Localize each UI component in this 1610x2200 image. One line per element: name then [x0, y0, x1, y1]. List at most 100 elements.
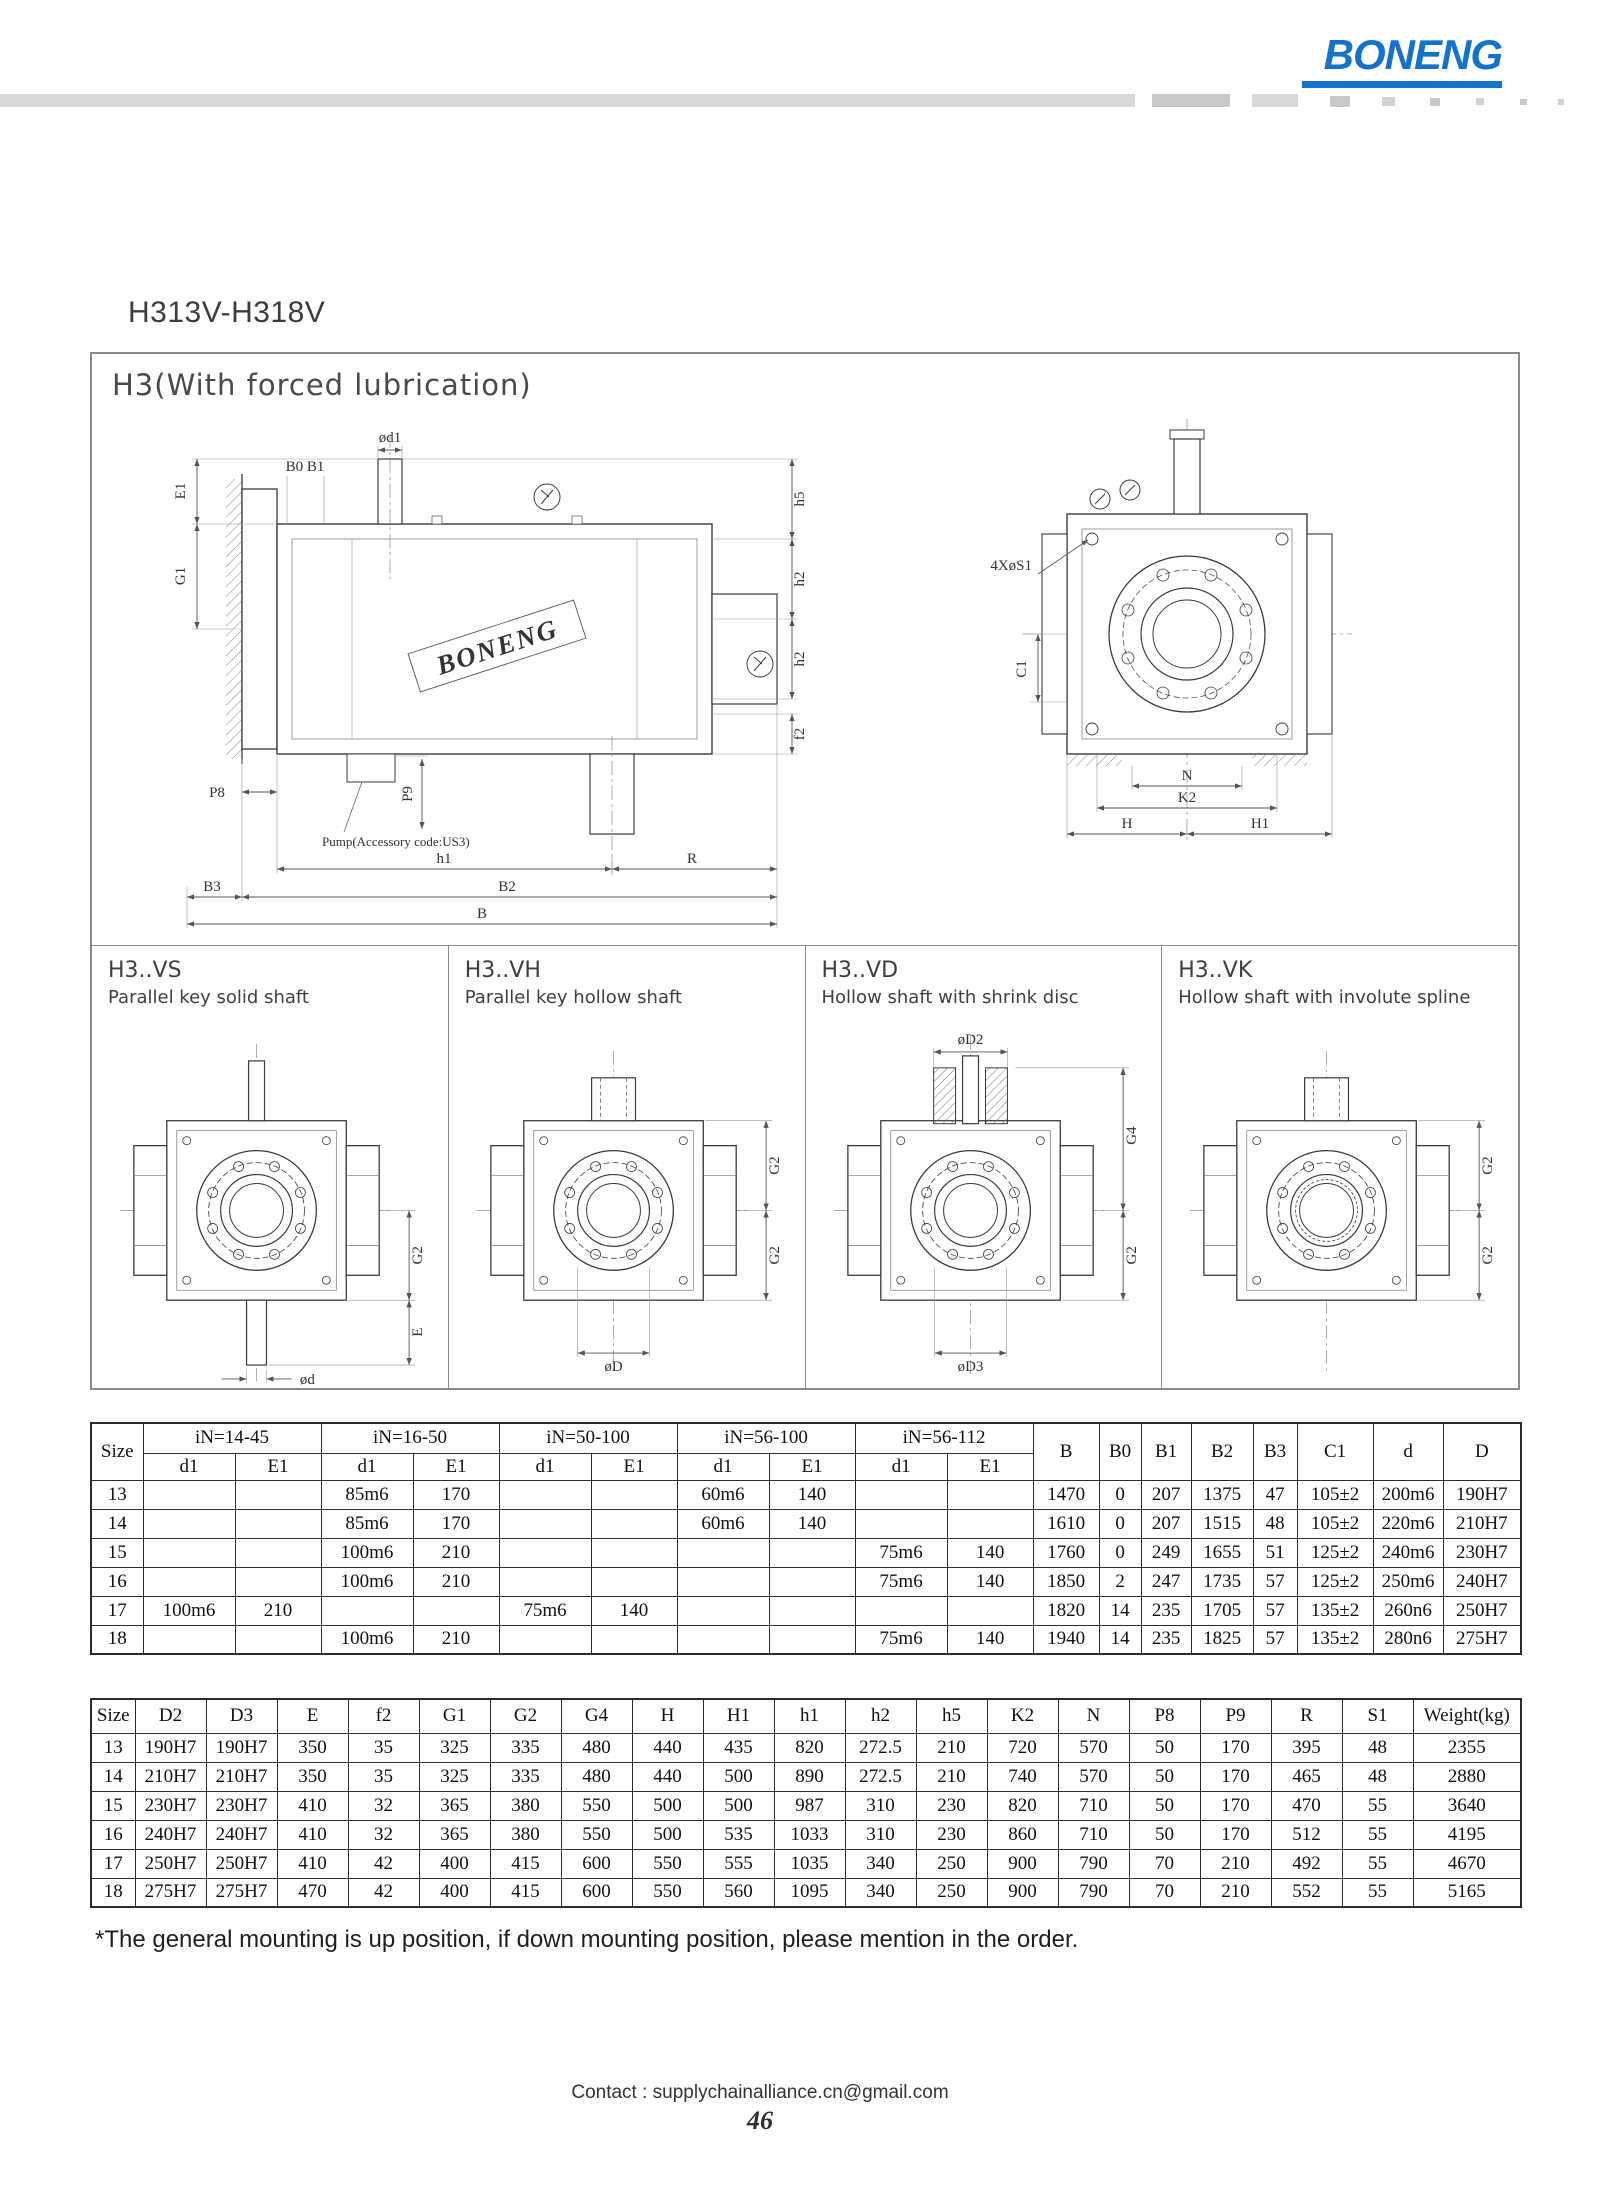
- table2-cell: 55: [1341, 1819, 1414, 1850]
- table1-cell: [768, 1624, 856, 1655]
- front-view: 4XøS1 C1 N K2 H H1: [990, 419, 1352, 842]
- table2-cell: 210: [915, 1761, 988, 1792]
- table2-cell: 380: [489, 1790, 562, 1821]
- table2-cell: 310: [844, 1790, 917, 1821]
- table2-cell: 550: [631, 1877, 704, 1908]
- table2-cell: 365: [418, 1790, 491, 1821]
- table1-cell: 250m6: [1372, 1566, 1444, 1597]
- decor-strip: [0, 92, 1610, 112]
- table1-cell: 15: [90, 1537, 144, 1568]
- table2-cell: 740: [986, 1761, 1059, 1792]
- bolt-holes: [920, 1161, 1020, 1260]
- dim-label-c1: C1: [1014, 660, 1030, 678]
- table2-cell: 55: [1341, 1848, 1414, 1879]
- table1-cell: 75m6: [854, 1537, 948, 1568]
- table1-col-sub: E1: [412, 1452, 500, 1481]
- bolt-holes: [1277, 1161, 1377, 1260]
- table2-col: h1: [773, 1698, 846, 1734]
- table1-cell: 249: [1140, 1537, 1192, 1568]
- table1-cell: [234, 1537, 322, 1568]
- table2-cell: 210: [1199, 1877, 1272, 1908]
- table2-cell: 820: [986, 1790, 1059, 1821]
- table2-cell: 250: [915, 1848, 988, 1879]
- table2-cell: 535: [702, 1819, 775, 1850]
- variant-vs-drawing: G2 E ød: [119, 1043, 426, 1387]
- table2-cell: 400: [418, 1848, 491, 1879]
- table2-cell: 380: [489, 1819, 562, 1850]
- table1-cell: 170: [412, 1508, 500, 1539]
- table2-cell: 48: [1341, 1732, 1414, 1763]
- table1-cell: 60m6: [676, 1508, 770, 1539]
- variant-panels: H3..VS Parallel key solid shaft: [92, 946, 1518, 1389]
- table2-cell: 350: [276, 1761, 349, 1792]
- dim-label-g1: G1: [173, 567, 189, 585]
- table1-cell: [142, 1508, 236, 1539]
- table2-cell: 1033: [773, 1819, 846, 1850]
- table2-cell: 395: [1270, 1732, 1343, 1763]
- table1-cell: 210: [412, 1566, 500, 1597]
- table2-cell: 790: [1057, 1877, 1130, 1908]
- table2-col: Size: [90, 1698, 136, 1734]
- table1-cell: 140: [768, 1479, 856, 1510]
- table1-cell: 235: [1140, 1624, 1192, 1655]
- table1-cell: 135±2: [1296, 1624, 1374, 1655]
- page-title: H313V-H318V: [128, 296, 326, 329]
- table1-cell: 230H7: [1442, 1537, 1522, 1568]
- table1-cell: 1825: [1190, 1624, 1254, 1655]
- table1-cell: 250H7: [1442, 1595, 1522, 1626]
- table1-cell: 75m6: [498, 1595, 592, 1626]
- lifting-eye-icon: [1119, 479, 1141, 501]
- table2-cell: 415: [489, 1848, 562, 1879]
- table2-col: D2: [134, 1698, 207, 1734]
- table1-col-group: iN=50-100: [498, 1422, 678, 1454]
- table2-cell: 555: [702, 1848, 775, 1879]
- table1-cell: [142, 1566, 236, 1597]
- table2-cell: 240H7: [134, 1819, 207, 1850]
- table2-cell: 790: [1057, 1848, 1130, 1879]
- table2-col: h5: [915, 1698, 988, 1734]
- lifting-eye-icon: [1089, 488, 1111, 510]
- table1-cell: 75m6: [854, 1624, 948, 1655]
- table2-cell: 50: [1128, 1819, 1201, 1850]
- page-number: 46: [747, 2106, 773, 2135]
- table1-cell: 1850: [1032, 1566, 1100, 1597]
- table1-cell: [498, 1537, 592, 1568]
- table2-cell: 230H7: [205, 1790, 278, 1821]
- table1-cell: 14: [1098, 1624, 1142, 1655]
- table2-col: P8: [1128, 1698, 1201, 1734]
- table1-cell: 235: [1140, 1595, 1192, 1626]
- table2-cell: 210H7: [134, 1761, 207, 1792]
- table2-cell: 70: [1128, 1877, 1201, 1908]
- table2-col: Weight(kg): [1412, 1698, 1522, 1734]
- table2-cell: 272.5: [844, 1732, 917, 1763]
- table1-col-sub: E1: [234, 1452, 322, 1481]
- table2-cell: 440: [631, 1761, 704, 1792]
- table1-cell: 13: [90, 1479, 144, 1510]
- table1-cell: [590, 1566, 678, 1597]
- table1-cell: [768, 1566, 856, 1597]
- table1-col-group: iN=16-50: [320, 1422, 500, 1454]
- table1-cell: [142, 1624, 236, 1655]
- table2-cell: 42: [347, 1848, 420, 1879]
- table2-cell: 890: [773, 1761, 846, 1792]
- table1-cell: [676, 1595, 770, 1626]
- dim-label-b3: B3: [203, 879, 221, 895]
- table2-cell: 860: [986, 1819, 1059, 1850]
- dim-label-g2: G2: [410, 1246, 426, 1264]
- decor-square: [1382, 97, 1395, 106]
- table2-col: D3: [205, 1698, 278, 1734]
- table1-cell: 280n6: [1372, 1624, 1444, 1655]
- table2-cell: 560: [702, 1877, 775, 1908]
- dim-label-e1: E1: [173, 483, 189, 500]
- table1-cell: 0: [1098, 1508, 1142, 1539]
- table2-cell: 210H7: [205, 1761, 278, 1792]
- table2-cell: 365: [418, 1819, 491, 1850]
- table1-cell: 200m6: [1372, 1479, 1444, 1510]
- table2-cell: 14: [90, 1761, 136, 1792]
- table2-cell: 32: [347, 1819, 420, 1850]
- table1-cell: [590, 1537, 678, 1568]
- table1-cell: 100m6: [320, 1537, 414, 1568]
